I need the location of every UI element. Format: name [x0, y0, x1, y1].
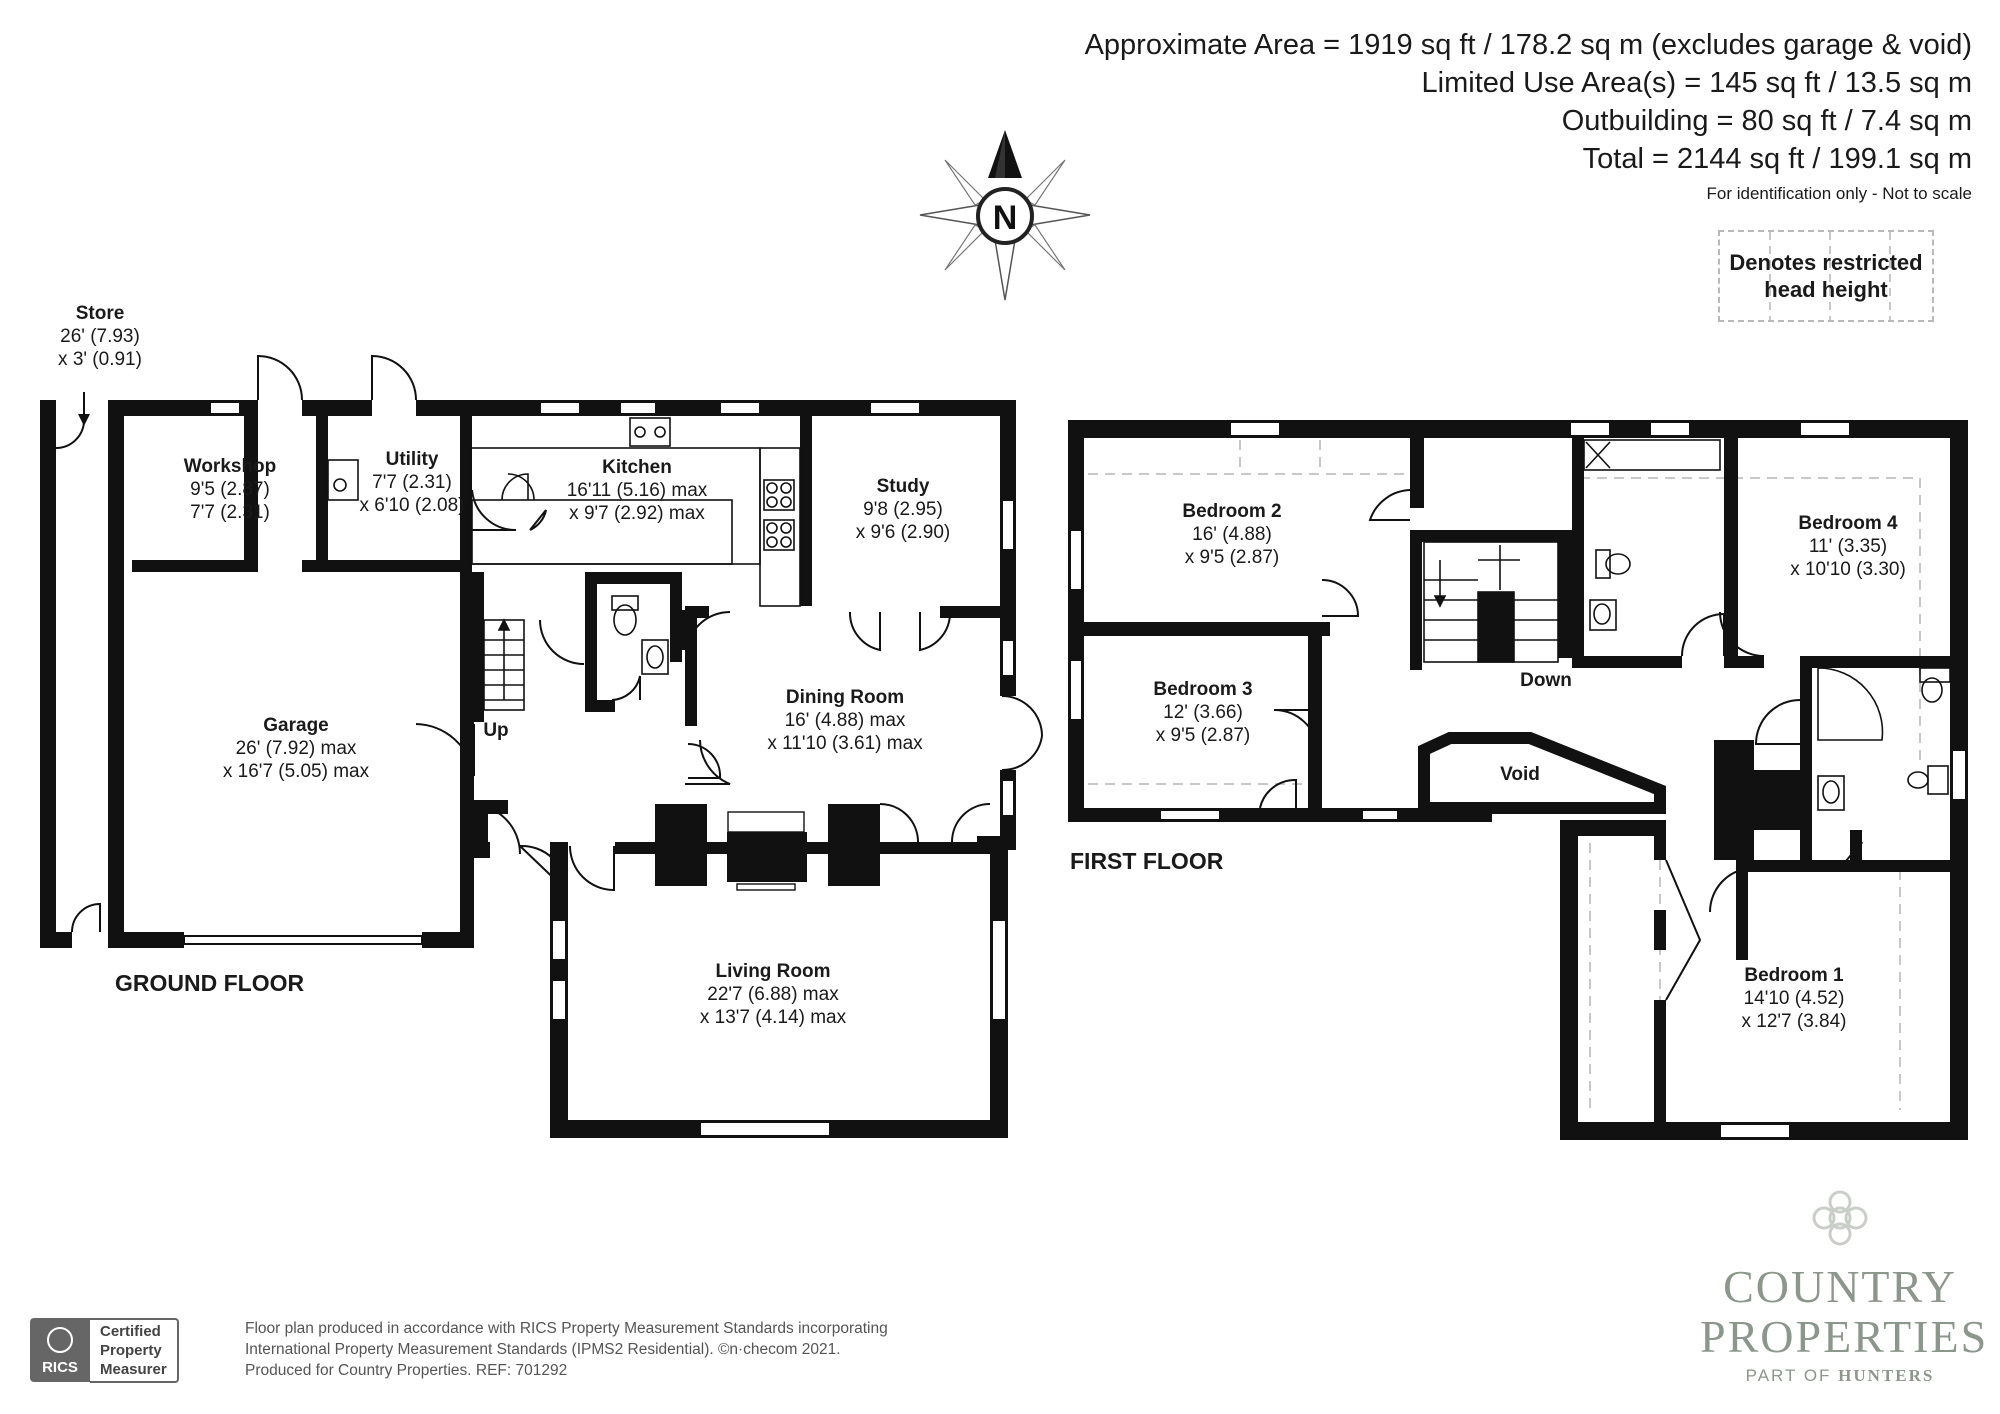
- room-bedroom2-dim1: 16' (4.88): [1192, 524, 1272, 545]
- first-floor-stairs: [1423, 541, 1559, 663]
- footer-line-1: Floor plan produced in accordance with R…: [245, 1320, 888, 1337]
- room-bedroom3-dim2: x 9'5 (2.87): [1155, 725, 1251, 746]
- room-bedroom1: Bedroom 1 14'10 (4.52) x 12'7 (3.84): [1741, 964, 1846, 1033]
- first-floor-doors: [1259, 489, 1863, 1001]
- room-kitchen-name: Kitchen: [602, 457, 672, 478]
- area-line-outbuilding: Outbuilding = 80 sq ft / 7.4 sq m: [1561, 105, 1972, 137]
- legend-box-hatch: [1769, 232, 1891, 320]
- room-workshop-name: Workshop: [183, 456, 277, 477]
- room-garage-name: Garage: [263, 715, 329, 736]
- stairs-down-label: Down: [1520, 670, 1572, 691]
- void-area: [1418, 732, 1666, 814]
- room-store-name: Store: [75, 303, 125, 324]
- room-bedroom2-dim2: x 9'5 (2.87): [1184, 547, 1280, 568]
- legend-line-2: head height: [1764, 277, 1888, 302]
- first-floor-fittings: [1583, 439, 1951, 811]
- room-study: Study 9'8 (2.95) x 9'6 (2.90): [856, 475, 950, 544]
- room-bedroom1-name: Bedroom 1: [1744, 965, 1844, 986]
- rics-line-3: Measurer: [100, 1361, 167, 1378]
- room-garage-dim2: x 16'7 (5.05) max: [222, 761, 370, 782]
- room-living-dim1: 22'7 (6.88) max: [707, 984, 839, 1005]
- room-living-dim2: x 13'7 (4.14) max: [699, 1007, 847, 1028]
- rics-seal-icon: [47, 1327, 73, 1353]
- compass-north-label: N: [993, 199, 1018, 237]
- room-bedroom4-dim1: 11' (3.35): [1808, 536, 1888, 557]
- room-workshop-dim1: 9'5 (2.87): [190, 479, 270, 500]
- room-study-dim1: 9'8 (2.95): [863, 499, 943, 520]
- logo-part-of: PART OF HUNTERS: [1700, 1366, 1980, 1386]
- ground-floor-windows: [183, 401, 1015, 1137]
- ground-wc: [611, 595, 669, 675]
- room-bedroom2-name: Bedroom 2: [1182, 501, 1282, 522]
- area-line-total: Total = 2144 sq ft / 199.1 sq m: [1582, 143, 1972, 175]
- rics-line-2: Property: [100, 1342, 162, 1359]
- footer-measurement-note: Floor plan produced in accordance with R…: [245, 1318, 888, 1381]
- room-living-name: Living Room: [715, 961, 831, 982]
- room-dining-dim2: x 11'10 (3.61) max: [767, 733, 923, 754]
- area-line-limited-use: Limited Use Area(s) = 145 sq ft / 13.5 s…: [1421, 67, 1972, 99]
- room-kitchen-dim2: x 9'7 (2.92) max: [569, 503, 705, 524]
- store-arrow-icon: [78, 392, 90, 426]
- room-dining-dim1: 16' (4.88) max: [784, 710, 906, 731]
- room-garage-dim1: 26' (7.92) max: [235, 738, 357, 759]
- room-bedroom3-name: Bedroom 3: [1153, 679, 1253, 700]
- restricted-head-height-lines: [1088, 440, 1921, 1110]
- logo-line-properties: PROPERTIES: [1700, 1311, 1989, 1362]
- room-dining-name: Dining Room: [785, 687, 905, 708]
- void-label: Void: [1500, 764, 1540, 785]
- kitchen-fittings: [327, 417, 801, 607]
- room-bedroom4-dim2: x 10'10 (3.30): [1790, 559, 1906, 580]
- ground-floor-label: GROUND FLOOR: [115, 970, 305, 996]
- room-store-dim1: 26' (7.93): [60, 326, 140, 347]
- fireplace: [727, 811, 805, 891]
- room-bedroom4-name: Bedroom 4: [1798, 513, 1898, 534]
- room-kitchen-dim1: 16'11 (5.16) max: [566, 480, 708, 501]
- room-utility-dim2: x 6'10 (2.08): [359, 495, 465, 516]
- logo-hunters-text: HUNTERS: [1838, 1366, 1935, 1385]
- room-store-dim2: x 3' (0.91): [58, 349, 142, 370]
- room-utility-name: Utility: [385, 449, 439, 470]
- room-workshop: Workshop 9'5 (2.87) 7'7 (2.31): [184, 455, 277, 524]
- rics-certification-text: Certified Property Measurer: [90, 1318, 179, 1383]
- room-bedroom4: Bedroom 4 11' (3.35) x 10'10 (3.30): [1790, 512, 1906, 581]
- rics-line-1: Certified: [100, 1323, 161, 1340]
- room-utility: Utility 7'7 (2.31) x 6'10 (2.08): [359, 448, 464, 517]
- ground-stairs: [483, 618, 525, 711]
- restricted-head-height-legend: Denotes restricted head height: [1718, 230, 1934, 322]
- room-utility-dim1: 7'7 (2.31): [372, 472, 452, 493]
- first-floor-windows: [1069, 421, 1967, 1139]
- logo-part-of-text: PART OF: [1745, 1366, 1832, 1385]
- room-garage: Garage 26' (7.92) max x 16'7 (5.05) max: [223, 714, 369, 783]
- legend-line-1: Denotes restricted: [1729, 250, 1923, 275]
- stairs-up-label: Up: [483, 720, 509, 741]
- footer-line-2: International Property Measurement Stand…: [245, 1341, 841, 1358]
- first-floor-label: FIRST FLOOR: [1070, 848, 1224, 874]
- country-properties-mark-icon: [1812, 1190, 1868, 1246]
- room-workshop-dim2: 7'7 (2.31): [190, 502, 270, 523]
- room-bedroom3: Bedroom 3 12' (3.66) x 9'5 (2.87): [1153, 678, 1252, 747]
- room-dining: Dining Room 16' (4.88) max x 11'10 (3.61…: [767, 686, 922, 755]
- country-properties-logo: COUNTRY PROPERTIES PART OF HUNTERS: [1700, 1261, 1989, 1386]
- area-summary: Approximate Area = 1919 sq ft / 178.2 sq…: [1085, 26, 1972, 204]
- logo-line-country: COUNTRY: [1723, 1261, 1957, 1312]
- room-study-dim2: x 9'6 (2.90): [855, 522, 951, 543]
- rics-badge-text: RICS: [42, 1359, 78, 1376]
- room-bedroom1-dim2: x 12'7 (3.84): [1741, 1011, 1847, 1032]
- room-kitchen: Kitchen 16'11 (5.16) max x 9'7 (2.92) ma…: [567, 456, 708, 525]
- rics-logo: RICS: [30, 1318, 90, 1382]
- rics-certified-badge: RICS Certified Property Measurer: [30, 1318, 179, 1383]
- room-bedroom2: Bedroom 2 16' (4.88) x 9'5 (2.87): [1182, 500, 1281, 569]
- room-store: Store 26' (7.93) x 3' (0.91): [58, 302, 142, 371]
- room-bedroom1-dim1: 14'10 (4.52): [1743, 988, 1845, 1009]
- room-living: Living Room 22'7 (6.88) max x 13'7 (4.14…: [700, 960, 846, 1029]
- compass-rose: N: [919, 130, 1091, 301]
- room-study-name: Study: [876, 476, 930, 497]
- footer-line-3: Produced for Country Properties. REF: 70…: [245, 1362, 568, 1379]
- not-to-scale-disclaimer: For identification only - Not to scale: [1706, 184, 1972, 203]
- area-line-approximate: Approximate Area = 1919 sq ft / 178.2 sq…: [1084, 29, 1972, 61]
- room-bedroom3-dim1: 12' (3.66): [1163, 702, 1243, 723]
